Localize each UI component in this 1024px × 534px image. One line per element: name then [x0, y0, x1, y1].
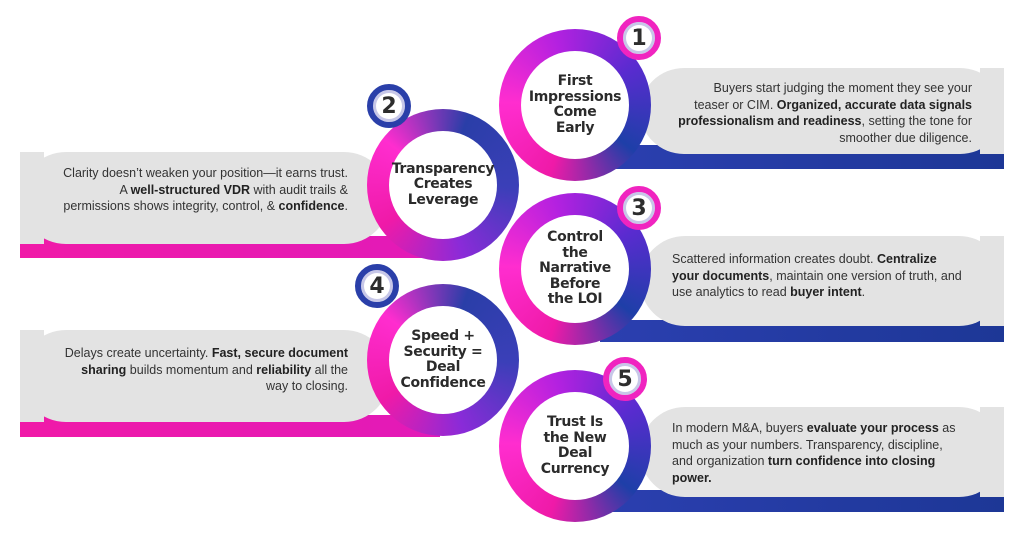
card-step-4 [20, 330, 440, 437]
step-2-description: Clarity doesn’t weaken your position—it … [60, 165, 348, 215]
card-step-5 [600, 407, 1004, 512]
emphasis-text: Organized, accurate data signals profess… [678, 97, 972, 129]
body-text: as much as your numbers. Transparency, d… [672, 421, 956, 468]
title-line: Confidence [400, 374, 486, 391]
body-text: builds momentum and [126, 362, 257, 377]
title-line: Deal [425, 359, 461, 375]
emphasis-text: confidence [278, 199, 345, 213]
step-2-number-badge: 2 [367, 84, 411, 128]
body-text: Buyers start judging the moment they see… [694, 81, 972, 112]
title-line: Deal [557, 445, 593, 461]
step-4-number-badge: 4 [355, 264, 399, 308]
title-line: Transparency [391, 160, 495, 177]
step-1-number-badge: 1 [617, 16, 661, 60]
title-line: Leverage [407, 191, 479, 208]
title-line: Security = [403, 343, 483, 360]
card-step-3 [600, 236, 1004, 342]
emphasis-text: Centralize your documents [672, 252, 937, 283]
emphasis-text: Fast, secure document sharing [81, 346, 348, 377]
title-line: the New [543, 429, 607, 446]
title-line: Impressions [528, 88, 622, 105]
emphasis-text: well-structured VDR [130, 182, 251, 197]
body-text: Delays create uncertainty. [64, 346, 212, 360]
body-text: . [861, 285, 866, 299]
body-text: In modern M&A, buyers [672, 421, 807, 435]
title-line: Narrative [539, 260, 611, 277]
title-line: the LOI [547, 291, 603, 308]
card-step-1 [600, 68, 1004, 169]
body-text: , maintain one version of truth, and use… [672, 268, 962, 300]
emphasis-text: buyer intent [790, 285, 862, 299]
title-line: Currency [540, 460, 610, 477]
title-line: First [557, 73, 593, 89]
title-line: Trust Is [547, 414, 603, 430]
title-line: Come [553, 104, 597, 120]
step-3-description: Scattered information creates doubt. Cen… [672, 251, 966, 301]
title-line: Creates [413, 176, 473, 193]
body-text: all the way to closing. [266, 362, 348, 394]
body-text: with audit trails & permissions shows in… [63, 182, 348, 214]
body-text: Scattered information creates doubt. [672, 252, 877, 266]
emphasis-text: turn confidence into closing power. [672, 454, 936, 485]
title-line: the [562, 244, 588, 261]
card-step-2 [20, 152, 440, 258]
emphasis-text: evaluate your process [806, 421, 939, 435]
body-text: , setting the tone for smoother due dili… [839, 114, 972, 145]
body-text: . [344, 199, 348, 213]
step-3-number-badge: 3 [617, 186, 661, 230]
emphasis-text: reliability [256, 362, 312, 377]
title-line: Control [547, 229, 603, 246]
title-line: Before [549, 275, 601, 292]
title-line: Early [555, 119, 595, 136]
body-text: Clarity doesn’t weaken your position—it … [63, 166, 348, 197]
step-5-description: In modern M&A, buyers evaluate your proc… [672, 420, 966, 486]
step-5-number-badge: 5 [603, 357, 647, 401]
step-1-description: Buyers start judging the moment they see… [676, 80, 972, 146]
title-line: Speed + [411, 328, 475, 344]
step-4-description: Delays create uncertainty. Fast, secure … [60, 345, 348, 395]
